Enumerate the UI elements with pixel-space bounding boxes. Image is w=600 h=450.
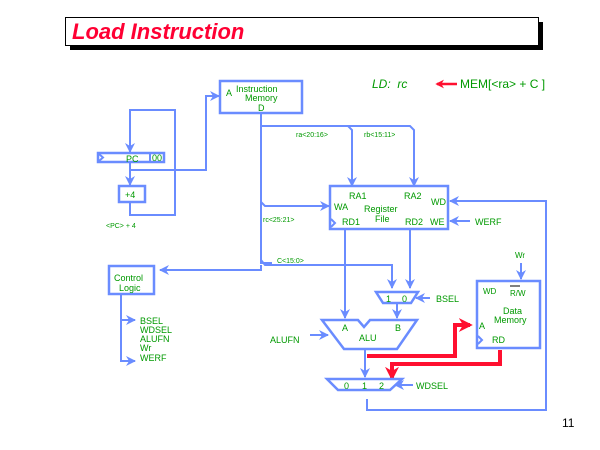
title-box: Load Instruction [65, 17, 539, 46]
wire-c [260, 259, 397, 289]
rc-field-label: rc<25:21> [263, 217, 295, 224]
rf-name-1: Register [364, 204, 398, 214]
rf-ra2: RA2 [404, 191, 422, 201]
rf-we: WE [430, 217, 445, 227]
equation-suffix: MEM[<ra> + C ] [460, 77, 545, 91]
c-field-label: C<15:0> [277, 258, 304, 265]
wire-adder-to-pc [125, 109, 176, 216]
rf-rd2: RD2 [405, 217, 423, 227]
dm-a: A [479, 321, 485, 331]
wire-rc [260, 201, 330, 211]
ctrl-signal-werf: WERF [140, 353, 167, 363]
werf-label: WERF [475, 217, 502, 227]
wire-pc-to-imem [130, 91, 220, 171]
dm-wd: WD [483, 287, 497, 296]
alu [319, 318, 420, 351]
rf-name-2: File [375, 214, 390, 224]
register-file [328, 184, 450, 231]
imem-label-1: Instruction [236, 84, 278, 94]
alu-label: ALU [359, 333, 377, 343]
clock-icon [98, 153, 105, 162]
bsel-label: BSEL [436, 294, 459, 304]
wire-to-control [159, 265, 262, 275]
wire-rb [348, 125, 419, 187]
pc-register [96, 151, 166, 164]
alufn-label: ALUFN [270, 335, 300, 345]
rf-ra1: RA1 [349, 191, 367, 201]
dm-rw: R/W [510, 289, 526, 298]
wire-ctrl-werf [120, 318, 136, 366]
rb-field-label: rb<15:11> [364, 132, 395, 139]
pc-label: PC [126, 154, 139, 164]
wr-label: Wr [515, 251, 525, 260]
dm-name-1: Data [503, 306, 522, 316]
plus4-adder [117, 184, 147, 204]
load-path-alu-to-dmem [367, 318, 473, 358]
dm-clock-icon [477, 335, 484, 345]
pc-plus4-label: <PC> + 4 [106, 223, 136, 230]
dm-rd: RD [492, 335, 505, 345]
dm-name-2: Memory [494, 315, 527, 325]
wdsel-label: WDSEL [416, 381, 448, 391]
load-path-dmem-to-wdmux [385, 350, 502, 381]
data-memory [475, 279, 542, 350]
control-logic [107, 264, 156, 296]
imem-label-2: Memory [245, 93, 278, 103]
ctrl-signal-bsel: BSEL [140, 316, 163, 326]
wire-wd-feedback [366, 196, 547, 411]
rf-rd1: RD1 [342, 217, 360, 227]
bmux-0: 0 [402, 294, 407, 304]
wire-instr-bus [260, 113, 272, 264]
plus4-label: +4 [125, 190, 135, 200]
wire-ctrl-bsel [120, 294, 136, 325]
bsel-mux [373, 290, 421, 305]
ctrl-signal-alufn: ALUFN [140, 334, 170, 344]
ctrl-signal-wr: Wr [140, 343, 151, 353]
alu-a: A [342, 323, 348, 333]
instruction-memory [218, 79, 304, 115]
pc-low-bits: 00 [152, 153, 162, 163]
equation-prefix: LD: rc [372, 77, 407, 91]
wmux-1: 1 [362, 381, 367, 391]
ra-field-label: ra<20:16> [296, 132, 328, 139]
wmux-2: 2 [379, 381, 384, 391]
rf-wa: WA [334, 202, 348, 212]
slide-title: Load Instruction [72, 19, 245, 44]
rf-clock-icon [330, 218, 337, 228]
bmux-1: 1 [386, 294, 391, 304]
control-label-1: Control [114, 273, 143, 283]
control-label-2: Logic [119, 283, 141, 293]
wire-ra [261, 125, 357, 187]
imem-a-label: A [226, 88, 232, 98]
page-number: 11 [562, 416, 575, 430]
wdsel-mux [323, 377, 406, 392]
ctrl-signal-wdsel: WDSEL [140, 325, 172, 335]
imem-d-label: D [258, 103, 265, 113]
alu-b: B [395, 323, 401, 333]
rf-wd: WD [431, 197, 446, 207]
wmux-0: 0 [344, 381, 349, 391]
